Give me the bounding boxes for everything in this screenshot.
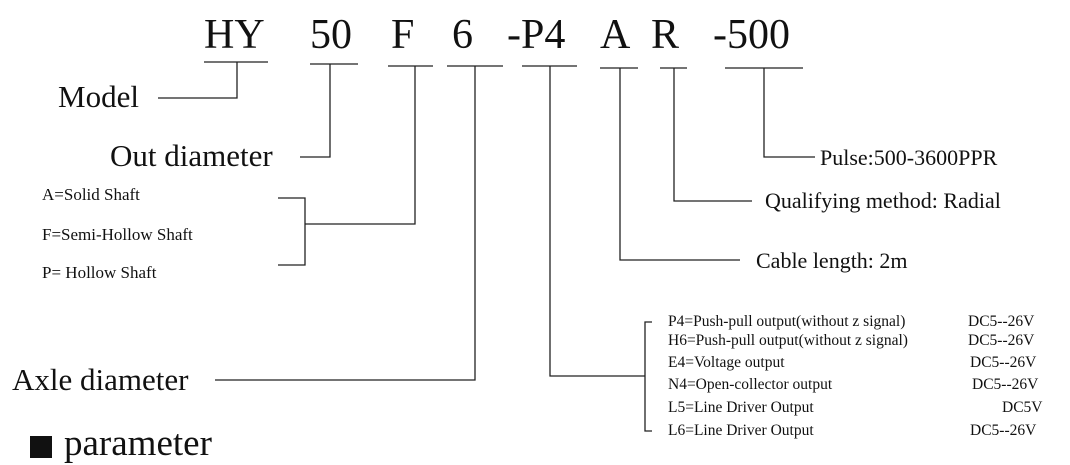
method-label: Qualifying method: Radial bbox=[765, 188, 1001, 213]
pulse-label: Pulse:500-3600PPR bbox=[820, 145, 998, 170]
shaft-option-hollow: P= Hollow Shaft bbox=[42, 263, 157, 282]
axle-diameter-label: Axle diameter bbox=[12, 362, 189, 397]
section-heading: parameter bbox=[64, 423, 212, 464]
code-pulse: -500 bbox=[713, 12, 790, 58]
shaft-option-semi-hollow: F=Semi-Hollow Shaft bbox=[42, 225, 193, 244]
model-label: Model bbox=[58, 79, 139, 114]
out-diameter-label: Out diameter bbox=[110, 138, 273, 173]
shaft-option-solid: A=Solid Shaft bbox=[42, 185, 140, 204]
output-option-voltage: DC5--26V bbox=[968, 313, 1035, 330]
code-out-diameter: 50 bbox=[310, 12, 352, 58]
code-output: -P4 bbox=[507, 12, 566, 58]
output-option-voltage: DC5--26V bbox=[972, 376, 1039, 393]
output-option-code: L6=Line Driver Output bbox=[668, 422, 814, 439]
code-axle: 6 bbox=[452, 12, 473, 58]
output-option-code: N4=Open-collector output bbox=[668, 376, 833, 393]
output-option-code: P4=Push-pull output(without z signal) bbox=[668, 313, 906, 330]
code-shaft: F bbox=[391, 12, 415, 58]
code-method: R bbox=[651, 12, 680, 58]
output-option-code: H6=Push-pull output(without z signal) bbox=[668, 332, 908, 349]
code-model: HY bbox=[204, 12, 265, 58]
code-cable: A bbox=[600, 12, 631, 58]
output-option-voltage: DC5--26V bbox=[970, 422, 1037, 439]
output-option-code: E4=Voltage output bbox=[668, 354, 785, 371]
output-option-voltage: DC5V bbox=[1002, 399, 1043, 416]
output-option-code: L5=Line Driver Output bbox=[668, 399, 814, 416]
bullet-square-icon bbox=[30, 436, 52, 458]
output-option-voltage: DC5--26V bbox=[970, 354, 1037, 371]
output-option-voltage: DC5--26V bbox=[968, 332, 1035, 349]
cable-label: Cable length: 2m bbox=[756, 248, 908, 273]
